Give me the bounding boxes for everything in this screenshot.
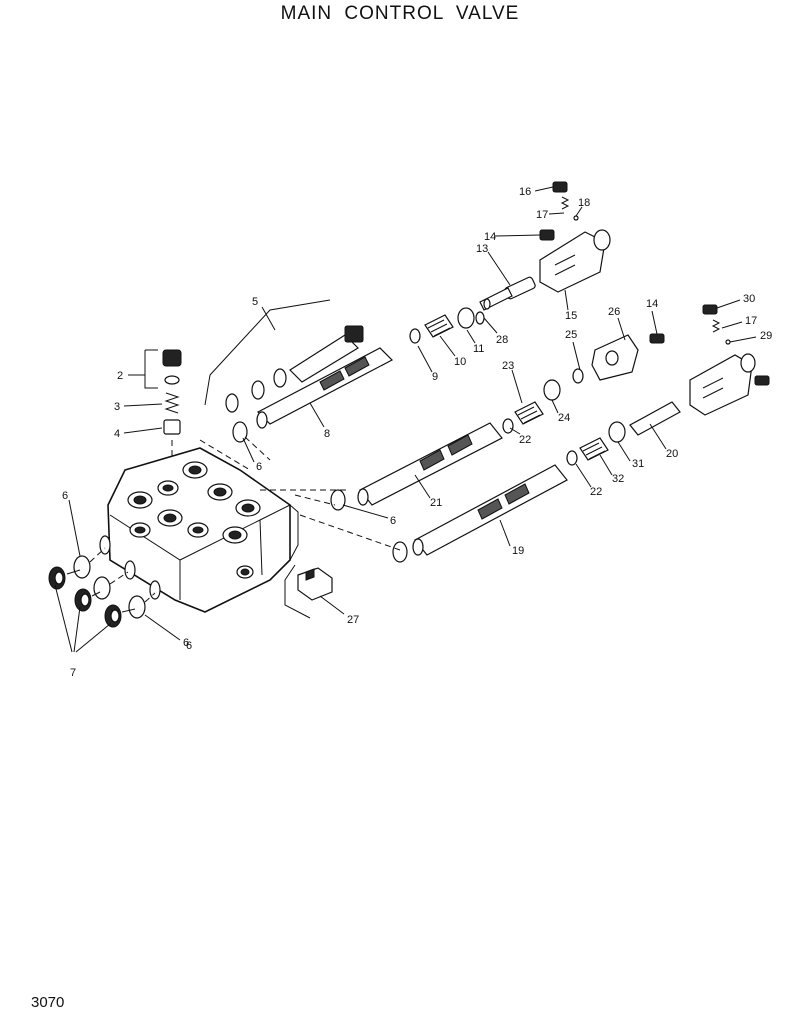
callout: 6	[62, 490, 68, 502]
callout: 3	[114, 401, 120, 413]
spool-cap-15-group	[479, 181, 611, 311]
callout: 31	[632, 458, 644, 470]
spool-8-group	[204, 299, 485, 461]
callout: 21	[430, 497, 442, 509]
callout: 5	[252, 296, 258, 308]
callout: 17	[536, 209, 548, 221]
callout: 19	[512, 545, 524, 557]
callout: 25	[565, 329, 577, 341]
callout: 6	[256, 461, 262, 473]
callout: 26	[608, 306, 620, 318]
callout: 14	[646, 298, 658, 310]
page-number: 3070	[31, 994, 65, 1011]
block-27	[284, 564, 333, 619]
spool-19-group	[392, 401, 681, 563]
valve-body	[99, 447, 299, 613]
callout: 6	[390, 515, 396, 527]
callout: 4	[114, 428, 120, 440]
body-port	[127, 461, 261, 579]
callout: 27	[347, 614, 359, 626]
callout: 15	[565, 310, 577, 322]
end-plug-set	[48, 547, 156, 653]
callout: 22	[590, 486, 602, 498]
callout: 22	[519, 434, 531, 446]
callout: 23	[502, 360, 514, 372]
callout-labels: 2 3 4 5 6 6 6 6 7 8 9 10 11 13 14 15 16 …	[62, 186, 772, 679]
spool-lands	[319, 356, 370, 391]
callout: 16	[519, 186, 531, 198]
callout: 9	[432, 371, 438, 383]
callout: 28	[496, 334, 508, 346]
callout: 11	[473, 343, 484, 355]
callout: 24	[558, 412, 570, 424]
callout: 6	[183, 637, 189, 649]
callout: 7	[70, 667, 76, 679]
callout: 14	[484, 231, 496, 243]
assembly-lines	[199, 439, 401, 551]
relief-plug-set	[144, 349, 182, 460]
spool-cap-26	[591, 333, 665, 381]
callout: 17	[745, 315, 757, 327]
callout: 30	[743, 293, 755, 305]
callout: 2	[117, 370, 123, 382]
callout: 32	[612, 473, 624, 485]
callout: 20	[666, 448, 678, 460]
callout-leaders	[68, 186, 757, 641]
spool-cap-30-group	[689, 304, 770, 416]
callout: 18	[578, 197, 590, 209]
callout: 29	[760, 330, 772, 342]
callout: 8	[324, 428, 330, 440]
callout: 10	[454, 356, 466, 368]
page-title: MAIN CONTROL VALVE	[280, 3, 520, 24]
callout: 13	[476, 243, 488, 255]
callout: 6	[186, 640, 192, 652]
